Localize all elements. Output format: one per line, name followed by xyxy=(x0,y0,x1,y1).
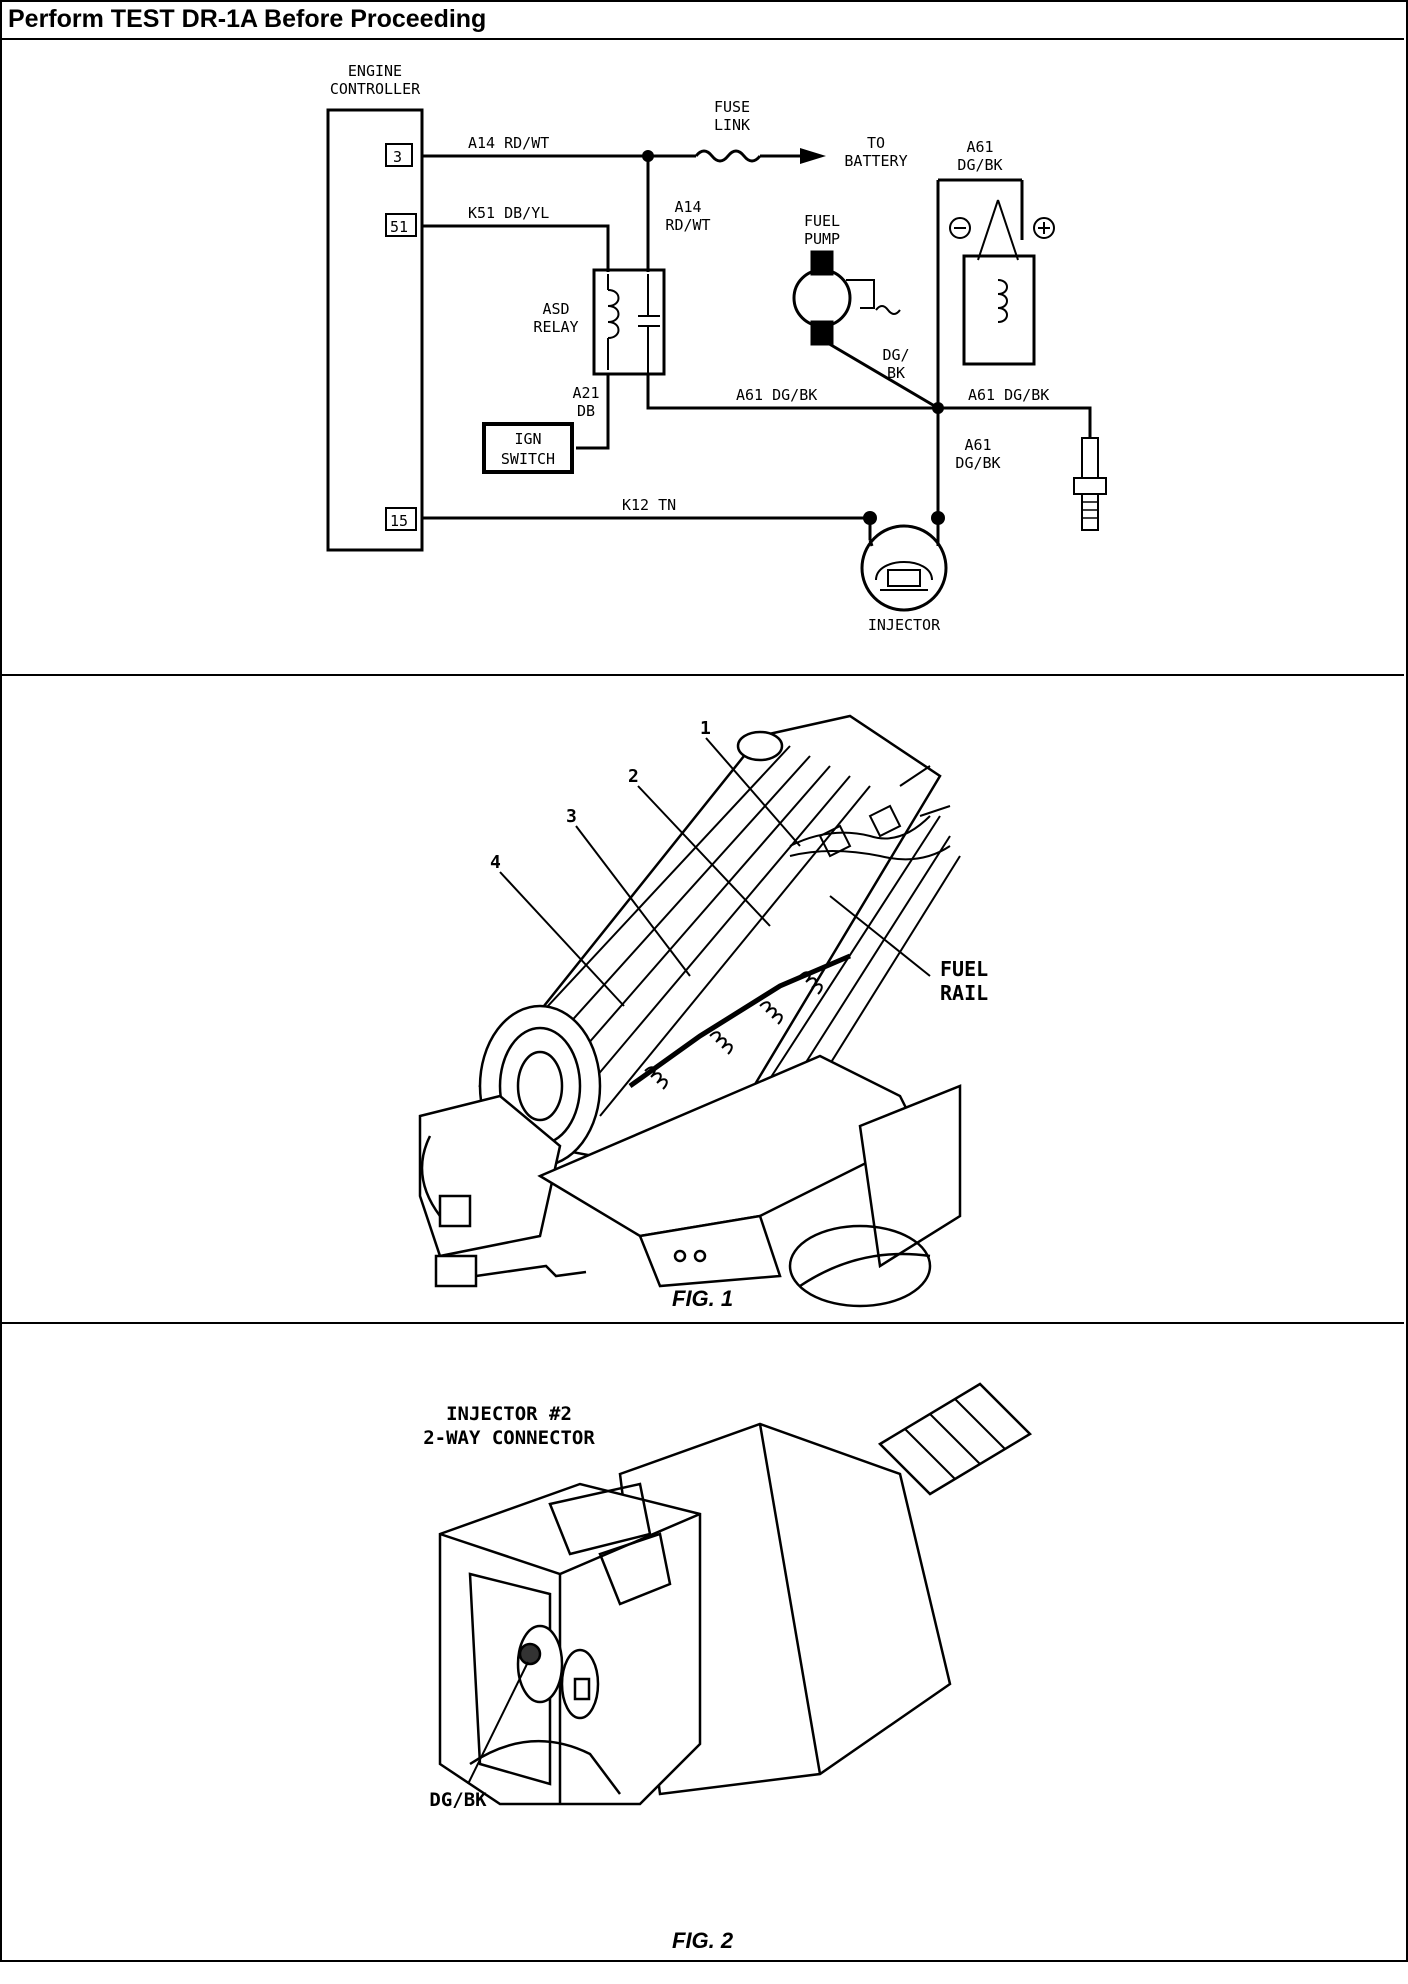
connector-illustration: INJECTOR #2 2-WAY CONNECTOR DG/BK xyxy=(423,1382,1033,1811)
sensor-relay-box xyxy=(962,254,1036,366)
to-battery-arrow-icon xyxy=(800,148,826,164)
fuse-link-symbol xyxy=(694,149,762,163)
injector-icon xyxy=(860,524,948,612)
fuel-rail-label: RAIL xyxy=(940,981,988,1005)
fuel-pump-cap-top xyxy=(810,250,834,276)
minus-terminal-icon xyxy=(949,217,971,239)
fuse-link-label: LINK xyxy=(714,116,750,134)
relay-coil xyxy=(607,289,620,339)
connector-face xyxy=(468,1572,552,1786)
junction-dot xyxy=(642,150,654,162)
callout-1: 1 xyxy=(700,718,711,739)
sensor-connector xyxy=(438,1194,472,1228)
injector-label: INJECTOR xyxy=(868,616,941,634)
connector-latch xyxy=(598,1532,672,1606)
to-battery-label: TO xyxy=(867,134,885,152)
wire-a61-mid xyxy=(646,374,938,410)
fig2-panel: INJECTOR #2 2-WAY CONNECTOR DG/BK FIG. 2 xyxy=(0,1324,1404,1960)
injector-coil xyxy=(799,971,823,995)
fig2-caption: FIG. 2 xyxy=(672,1928,734,1953)
fig1-caption: FIG. 1 xyxy=(672,1286,734,1311)
pin-3-label: 3 xyxy=(393,148,402,166)
callout-line-2 xyxy=(637,785,771,927)
engine-controller-box xyxy=(326,108,424,552)
terminal-cavity-1 xyxy=(516,1624,564,1704)
wire-label-a61-mid: A61 DG/BK xyxy=(736,386,817,404)
wire-pump-dgbk xyxy=(825,340,939,410)
to-battery-label: BATTERY xyxy=(844,152,907,170)
page-header: Perform TEST DR-1A Before Proceeding xyxy=(0,0,1404,40)
sensor-connector xyxy=(434,1254,478,1288)
asd-relay-label: RELAY xyxy=(533,318,578,336)
engine-controller-label: CONTROLLER xyxy=(330,80,421,98)
wire-label-k51: K51 DB/YL xyxy=(468,204,549,222)
fig1-panel: 1 2 3 4 FUEL RAIL FIG. 1 xyxy=(0,676,1404,1324)
cap-icon xyxy=(736,730,784,762)
fuel-pump-icon xyxy=(792,268,852,328)
page-title: Perform TEST DR-1A Before Proceeding xyxy=(8,5,487,33)
callout-line-fuel-rail xyxy=(829,895,931,977)
wire-label-a21: DB xyxy=(577,402,595,420)
fuel-rail-label: FUEL xyxy=(940,957,988,981)
wire-a61-right xyxy=(938,406,1092,438)
asd-relay-box xyxy=(592,268,666,376)
terminal-pin-icon xyxy=(518,1642,542,1666)
injector-coil xyxy=(644,1066,668,1090)
fuel-pump-label: FUEL xyxy=(804,212,840,230)
fuel-pump-label: PUMP xyxy=(804,230,840,248)
wire-label-k12: K12 TN xyxy=(622,496,676,514)
wire-label-pump-dgbk: DG/ xyxy=(882,346,909,364)
wire-label-a61-right: A61 DG/BK xyxy=(968,386,1049,404)
junction-dot xyxy=(931,511,945,525)
injector-coil xyxy=(709,1031,733,1055)
dgbk-pin-label: DG/BK xyxy=(429,1789,487,1811)
wiring-schematic-panel: ENGINE CONTROLLER 3 51 15 A14 RD/WT K51 … xyxy=(0,40,1404,676)
fuse-link-label: FUSE xyxy=(714,98,750,116)
wire-k51 xyxy=(422,224,610,272)
wire-label-a14: A14 RD/WT xyxy=(468,134,549,152)
wire-label-a61-vertical: DG/BK xyxy=(955,454,1000,472)
wire-a21 xyxy=(576,374,610,450)
asd-relay-label: ASD xyxy=(542,300,569,318)
callout-3: 3 xyxy=(566,806,577,827)
wiring-schematic: ENGINE CONTROLLER 3 51 15 A14 RD/WT K51 … xyxy=(326,62,1107,634)
wire-label-pump-dgbk: BK xyxy=(887,364,905,382)
wire-k12 xyxy=(422,516,872,540)
wire-label-a61-vertical: A61 xyxy=(964,436,991,454)
junction-dot xyxy=(863,511,877,525)
pin-3-box xyxy=(385,143,413,167)
pin-15-box xyxy=(385,507,417,531)
callout-2: 2 xyxy=(628,766,639,787)
o2-sensor-icon xyxy=(1081,437,1099,479)
engine-block xyxy=(858,1084,962,1269)
wire-label-a21: A21 xyxy=(572,384,599,402)
ign-switch-label: SWITCH xyxy=(501,450,555,468)
injector-coil xyxy=(759,1001,783,1025)
wire-label-a14-vertical: A14 xyxy=(674,198,701,216)
wire-label-a14-vertical: RD/WT xyxy=(665,216,710,234)
ign-switch-label: IGN xyxy=(514,430,541,448)
callout-line-3 xyxy=(575,825,691,977)
pin-15-label: 15 xyxy=(390,512,408,530)
connector-title: 2-WAY CONNECTOR xyxy=(423,1427,595,1449)
lower-manifold-block xyxy=(638,1214,782,1288)
fuel-rail xyxy=(628,953,851,1089)
junction-dot xyxy=(932,402,944,414)
dgbk-leader-line xyxy=(467,1661,529,1785)
pin-51-label: 51 xyxy=(390,218,408,236)
callout-4: 4 xyxy=(490,852,501,873)
wire-label-a61-top: DG/BK xyxy=(957,156,1002,174)
connector-title: INJECTOR #2 xyxy=(446,1403,572,1425)
engine-illustration: 1 2 3 4 FUEL RAIL xyxy=(418,714,988,1308)
callout-line-4 xyxy=(499,871,625,1007)
wire-label-a61-top: A61 xyxy=(966,138,993,156)
pin-51-box xyxy=(385,213,417,237)
engine-controller-label: ENGINE xyxy=(348,62,402,80)
callout-line-1 xyxy=(705,737,801,847)
plus-terminal-icon xyxy=(1033,217,1055,239)
ign-switch-box xyxy=(482,422,574,474)
